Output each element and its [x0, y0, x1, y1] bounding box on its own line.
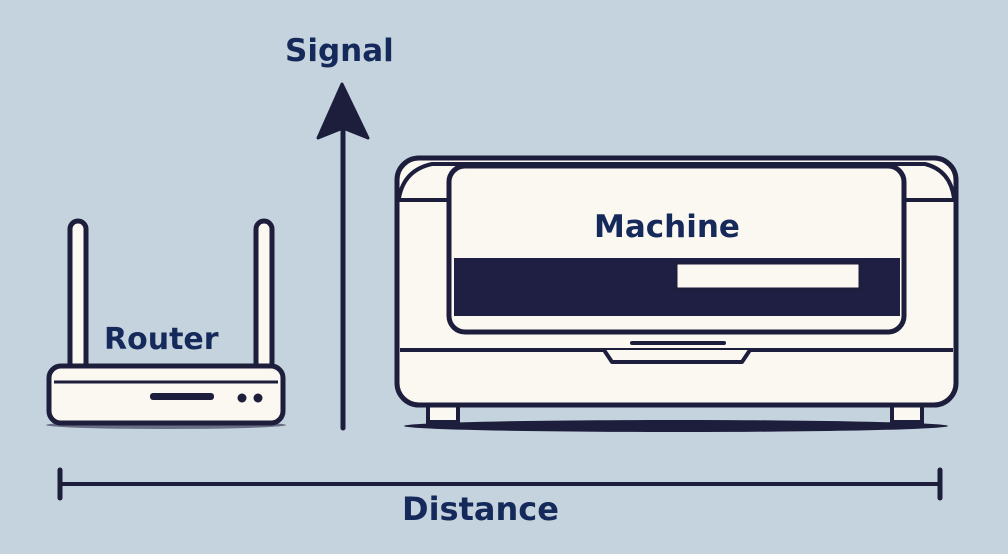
- router-led-2: [253, 393, 263, 403]
- router-antenna-right: [253, 218, 275, 374]
- distance-bar: [57, 467, 943, 501]
- printer-machine-icon: [394, 155, 959, 432]
- router-slot: [150, 393, 214, 400]
- router-antenna-left: [67, 218, 89, 374]
- signal-arrow: [316, 82, 370, 431]
- machine-shadow: [404, 420, 948, 432]
- distance-label: Distance: [402, 490, 559, 528]
- machine-paper-tray-lip: [470, 316, 890, 326]
- signal-label: Signal: [285, 33, 394, 69]
- machine-tray-handle: [602, 348, 752, 364]
- router-led-1: [237, 393, 247, 403]
- signal-arrow-head: [316, 82, 370, 140]
- machine-paper-sheet: [674, 261, 862, 291]
- router-icon: [46, 218, 286, 429]
- router-label: Router: [104, 322, 219, 357]
- machine-label: Machine: [594, 209, 740, 245]
